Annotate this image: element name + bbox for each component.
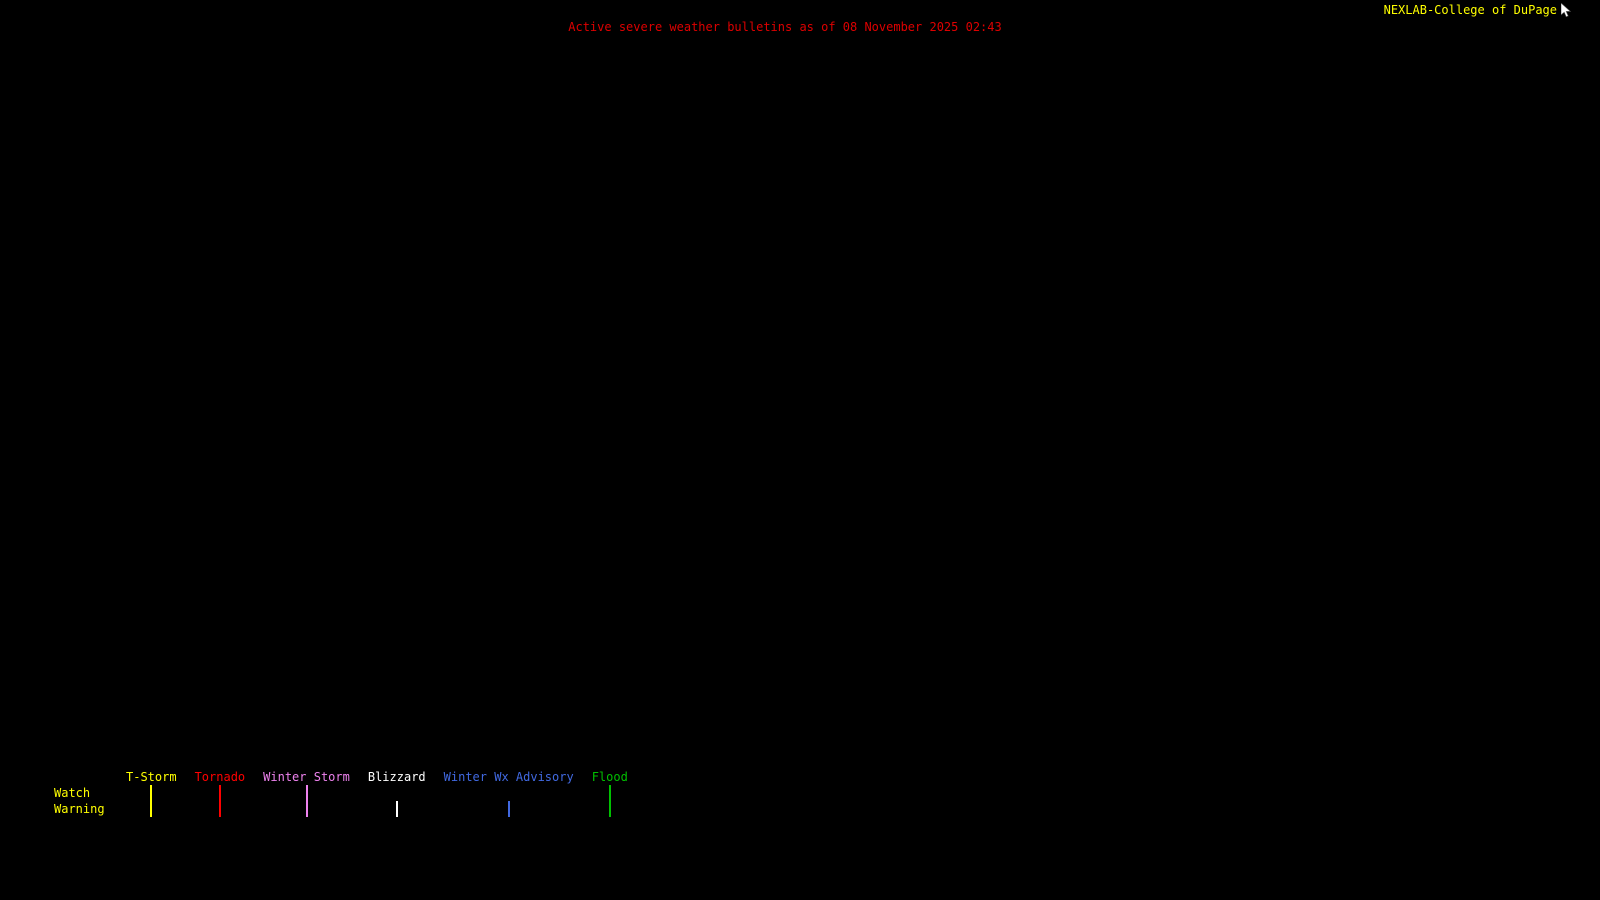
warning-swatch-blizzard — [395, 801, 398, 817]
watch-swatch-flood — [608, 785, 611, 801]
brand: NEXLAB-College of DuPage — [1384, 3, 1572, 18]
warning-swatch-winter-storm — [305, 801, 308, 817]
warning-swatch-flood — [608, 801, 611, 817]
watch-swatch-blizzard — [396, 785, 398, 801]
page-title: Active severe weather bulletins as of 08… — [568, 20, 1002, 34]
legend-row-label-warning: Warning — [54, 802, 105, 816]
brand-label: NEXLAB-College of DuPage — [1383, 3, 1557, 17]
mouse-cursor-icon — [1561, 3, 1572, 18]
legend-header-winter-storm: Winter Storm — [263, 770, 350, 784]
legend-header-flood: Flood — [591, 770, 628, 784]
watch-swatch-winter-storm — [305, 785, 308, 801]
legend-row-label-watch: Watch — [54, 786, 91, 800]
watch-swatch-tornado — [218, 785, 221, 801]
watch-swatch-winter-wx-advisory — [508, 785, 510, 801]
legend-header-tstorm: T-Storm — [126, 770, 177, 784]
legend: T-Storm Tornado Winter Storm Blizzard Wi… — [46, 770, 628, 817]
warning-swatch-tstorm — [150, 801, 153, 817]
legend-header-tornado: Tornado — [194, 770, 246, 784]
watch-swatch-tstorm — [150, 785, 153, 801]
warning-swatch-tornado — [218, 801, 221, 817]
warning-swatch-winter-wx-advisory — [507, 801, 510, 817]
legend-header-blizzard: Blizzard — [367, 770, 426, 784]
legend-header-winter-wx-advisory: Winter Wx Advisory — [443, 770, 574, 784]
